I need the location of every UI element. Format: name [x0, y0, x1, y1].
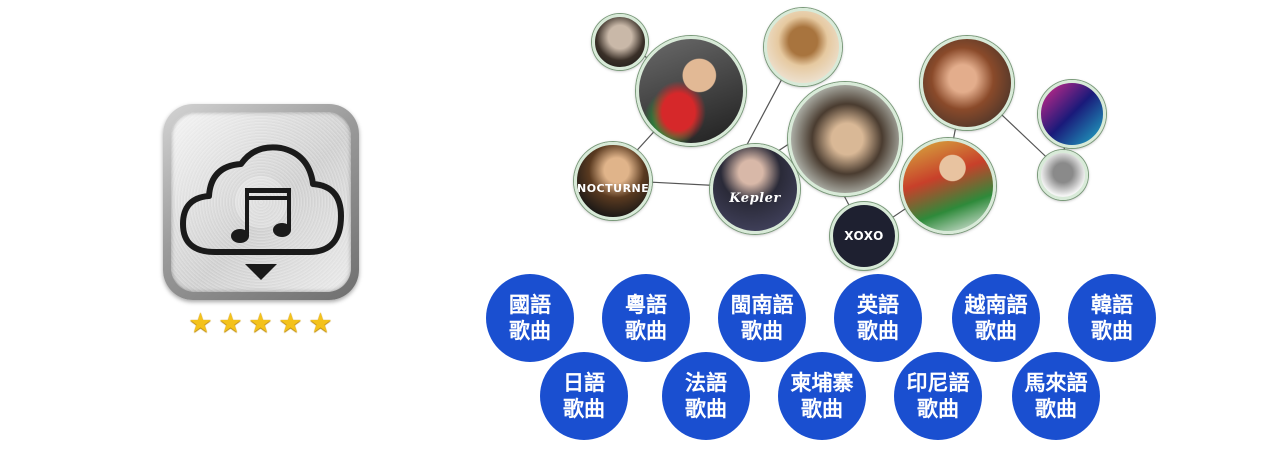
- app-icon[interactable]: [163, 104, 359, 300]
- lang-label-sub: 歌曲: [685, 397, 727, 421]
- artist-photo[interactable]: [636, 36, 746, 146]
- lang-button-mandarin[interactable]: 國語 歌曲: [486, 274, 574, 362]
- lang-button-cantonese[interactable]: 粵語 歌曲: [602, 274, 690, 362]
- lang-label-sub: 歌曲: [975, 319, 1017, 343]
- artist-photo[interactable]: [920, 36, 1014, 130]
- artist-network: NOCTURNE Kepler XOXO: [560, 0, 1120, 280]
- lang-label: 柬埔寨: [790, 371, 854, 395]
- artist-photo[interactable]: [1038, 80, 1106, 148]
- artist-photo[interactable]: [1038, 150, 1088, 200]
- star-icon: ★: [308, 308, 333, 339]
- star-icon: ★: [278, 308, 303, 339]
- artist-photo[interactable]: [788, 82, 902, 196]
- artist-photo[interactable]: [900, 138, 996, 234]
- album-title: NOCTURNE: [577, 182, 650, 196]
- lang-label: 法語: [685, 371, 727, 395]
- artist-photo[interactable]: [764, 8, 842, 86]
- lang-label: 粵語: [625, 293, 667, 317]
- star-rating: ★ ★ ★ ★ ★: [186, 309, 336, 339]
- album-title: Kepler: [729, 190, 781, 206]
- lang-button-khmer[interactable]: 柬埔寨 歌曲: [778, 352, 866, 440]
- artist-photo[interactable]: Kepler: [710, 144, 800, 234]
- lang-label: 越南語: [964, 293, 1028, 317]
- lang-label: 英語: [857, 293, 899, 317]
- lang-label-sub: 歌曲: [563, 397, 605, 421]
- lang-label-sub: 歌曲: [857, 319, 899, 343]
- lang-label-sub: 歌曲: [509, 319, 551, 343]
- artist-photo[interactable]: NOCTURNE: [574, 142, 652, 220]
- star-icon: ★: [218, 308, 243, 339]
- lang-button-korean[interactable]: 韓語 歌曲: [1068, 274, 1156, 362]
- lang-button-french[interactable]: 法語 歌曲: [662, 352, 750, 440]
- lang-label-sub: 歌曲: [917, 397, 959, 421]
- artist-photo[interactable]: XOXO: [830, 202, 898, 270]
- lang-label: 國語: [509, 293, 551, 317]
- lang-button-english[interactable]: 英語 歌曲: [834, 274, 922, 362]
- lang-label: 馬來語: [1024, 371, 1088, 395]
- lang-label-sub: 歌曲: [801, 397, 843, 421]
- lang-label-sub: 歌曲: [1035, 397, 1077, 421]
- cloud-music-download-icon: [180, 144, 344, 280]
- lang-label-sub: 歌曲: [625, 319, 667, 343]
- star-icon: ★: [248, 308, 273, 339]
- lang-label: 韓語: [1091, 293, 1133, 317]
- artist-photo[interactable]: [592, 14, 648, 70]
- lang-button-indonesian[interactable]: 印尼語 歌曲: [894, 352, 982, 440]
- lang-label: 日語: [563, 371, 605, 395]
- lang-label: 印尼語: [906, 371, 970, 395]
- lang-label: 閩南語: [730, 293, 794, 317]
- lang-button-vietnamese[interactable]: 越南語 歌曲: [952, 274, 1040, 362]
- lang-button-malay[interactable]: 馬來語 歌曲: [1012, 352, 1100, 440]
- app-icon-brushed-metal: [171, 112, 351, 292]
- album-title: XOXO: [844, 228, 884, 243]
- lang-label-sub: 歌曲: [741, 319, 783, 343]
- star-icon: ★: [188, 308, 213, 339]
- lang-label-sub: 歌曲: [1091, 319, 1133, 343]
- lang-button-japanese[interactable]: 日語 歌曲: [540, 352, 628, 440]
- lang-button-hokkien[interactable]: 閩南語 歌曲: [718, 274, 806, 362]
